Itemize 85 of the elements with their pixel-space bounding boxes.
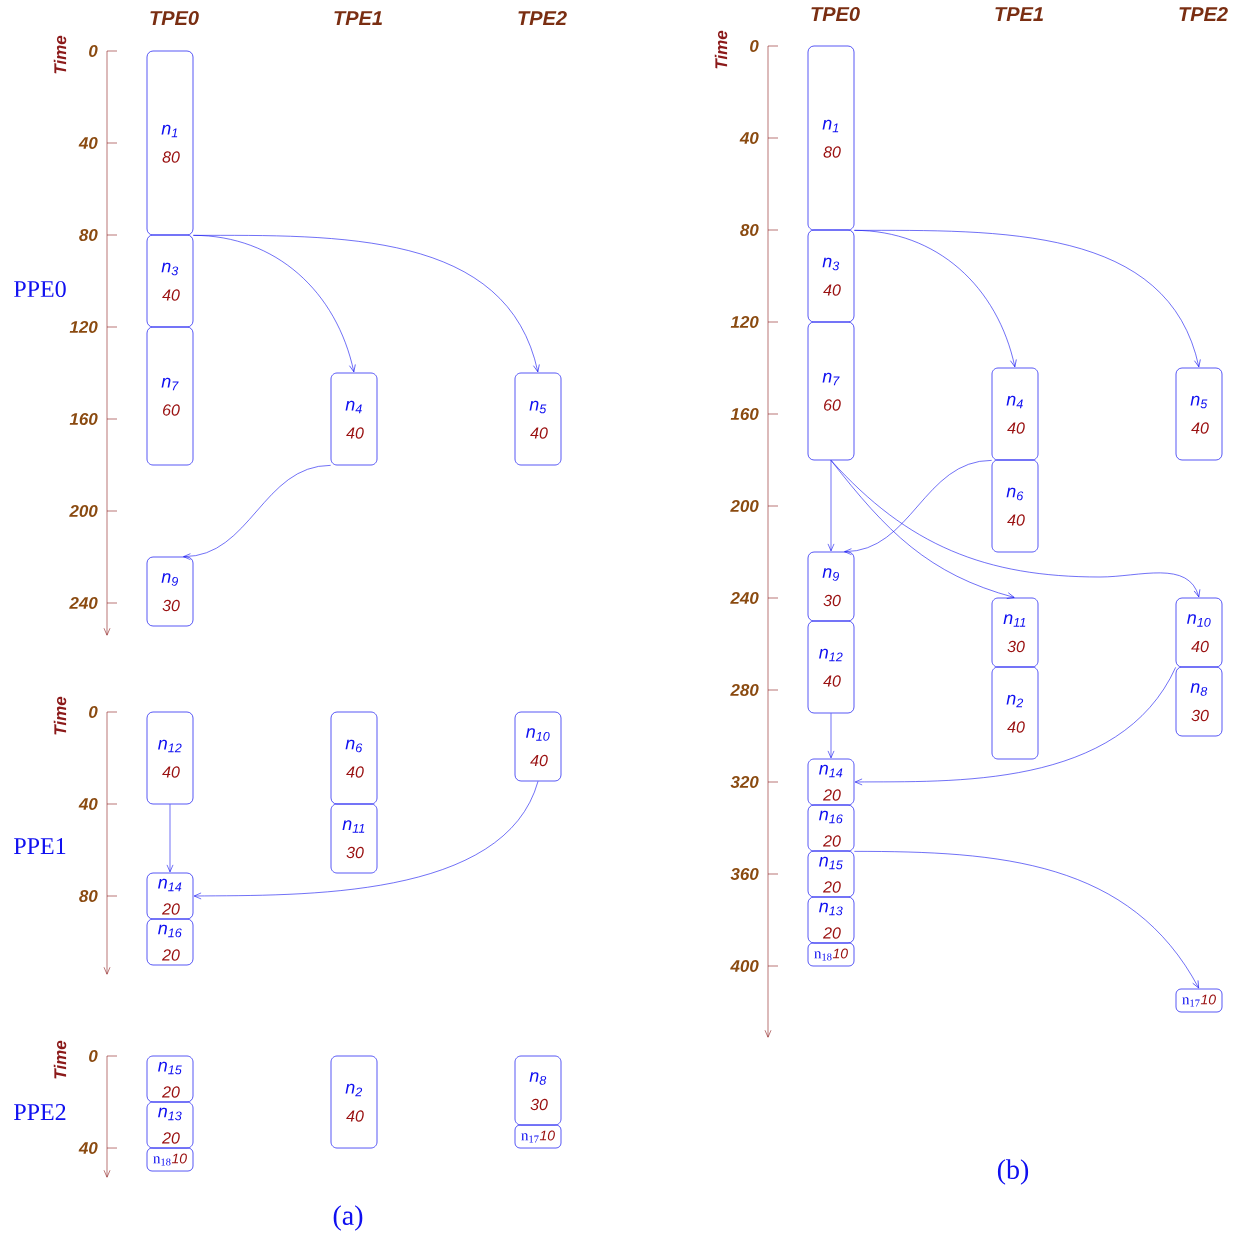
tick-label: 120 (69, 321, 98, 334)
tick-label: 0 (89, 45, 98, 58)
column-heading: TPE0 (811, 6, 860, 22)
task-box: n$_{11}$ 30 (991, 597, 1039, 668)
task-box: n$_{12}$ 40 (146, 711, 194, 805)
axis-title: Time (53, 1040, 67, 1079)
task-box: n$_{5}$ 40 (1175, 367, 1223, 461)
arrow (827, 713, 835, 759)
arrow (166, 804, 174, 873)
task-box: n$_{8}$ 30 (1175, 666, 1223, 737)
arrow (830, 460, 1201, 598)
task-box: n$_{17}$10 (1175, 988, 1223, 1013)
column-heading: TPE1 (995, 7, 1043, 21)
arrow (827, 460, 835, 552)
column-heading: TPE1 (334, 11, 382, 25)
task-box: n$_{13}$ 20 (807, 896, 855, 944)
axis-title: Time (53, 696, 67, 735)
arrow (183, 465, 331, 560)
tick-label: 0 (750, 40, 759, 53)
task-box: n$_{15}$ 20 (807, 850, 855, 898)
task-box: n$_{5}$ 40 (514, 372, 562, 466)
tick-label: 200 (69, 505, 98, 518)
column-heading: TPE2 (1179, 7, 1228, 21)
task-box: n$_{10}$ 40 (514, 711, 562, 782)
panel-label: (a) (333, 1205, 363, 1231)
tick-label: 80 (79, 229, 98, 242)
tick-label: 0 (89, 1050, 98, 1063)
axis-title: Time (714, 30, 728, 69)
task-box: n$_{6}$ 40 (991, 459, 1039, 553)
row-label: PPE0 (14, 280, 66, 298)
tick-label: 360 (730, 868, 759, 881)
task-box: n$_{16}$ 20 (807, 804, 855, 852)
task-box: n$_{9}$ 30 (146, 556, 194, 627)
tick-label: 120 (730, 316, 759, 329)
arrow (854, 230, 1201, 368)
tick-label: 80 (740, 224, 759, 237)
tick-label: 200 (730, 500, 759, 513)
tick-label: 40 (739, 132, 759, 145)
task-box: n$_{7}$ 60 (146, 326, 194, 466)
tick-label: 240 (730, 592, 759, 605)
task-box: n$_{4}$ 40 (991, 367, 1039, 461)
arrow (854, 667, 1176, 786)
task-box: n$_{6}$ 40 (330, 711, 378, 805)
arrow (193, 781, 539, 900)
task-box: n$_{18}$10 (807, 942, 855, 967)
task-box: n$_{14}$ 20 (807, 758, 855, 806)
task-box: n$_{8}$ 30 (514, 1055, 562, 1126)
tick-label: 160 (69, 413, 98, 426)
tick-label: 80 (79, 890, 98, 903)
tick-label: 40 (78, 1142, 98, 1155)
task-box: n$_{1}$ 80 (807, 45, 855, 231)
tick-label: 400 (730, 960, 759, 973)
arrow (854, 851, 1199, 989)
tick-label: 240 (69, 597, 98, 610)
panel-label: (b) (997, 1159, 1029, 1185)
task-box: n$_{10}$ 40 (1175, 597, 1223, 668)
tick-label: 40 (78, 137, 98, 150)
task-box: n$_{1}$ 80 (146, 50, 194, 236)
task-box: n$_{18}$10 (146, 1147, 194, 1172)
column-heading: TPE2 (518, 11, 567, 25)
tick-label: 280 (730, 684, 759, 697)
column-heading: TPE0 (150, 10, 199, 26)
task-box: n$_{3}$ 40 (807, 229, 855, 323)
row-label: PPE1 (14, 838, 66, 854)
task-box: n$_{16}$ 20 (146, 918, 194, 966)
tick-label: 40 (78, 798, 98, 811)
task-box: n$_{13}$ 20 (146, 1101, 194, 1149)
task-box: n$_{2}$ 40 (991, 666, 1039, 760)
tick-label: 320 (730, 776, 759, 789)
arrow (844, 460, 992, 555)
axis-title: Time (53, 35, 67, 74)
task-box: n$_{3}$ 40 (146, 234, 194, 328)
row-label: PPE2 (14, 1104, 66, 1120)
tick-label: 160 (730, 408, 759, 421)
task-box: n$_{4}$ 40 (330, 372, 378, 466)
task-box: n$_{9}$ 30 (807, 551, 855, 622)
task-box: n$_{17}$10 (514, 1124, 562, 1149)
task-box: n$_{2}$ 40 (330, 1055, 378, 1149)
tick-label: 0 (89, 706, 98, 719)
task-box: n$_{7}$ 60 (807, 321, 855, 461)
task-box: n$_{12}$ 40 (807, 620, 855, 714)
task-box: n$_{11}$ 30 (330, 803, 378, 874)
arrow (193, 235, 540, 373)
task-box: n$_{15}$ 20 (146, 1055, 194, 1103)
task-box: n$_{14}$ 20 (146, 872, 194, 920)
